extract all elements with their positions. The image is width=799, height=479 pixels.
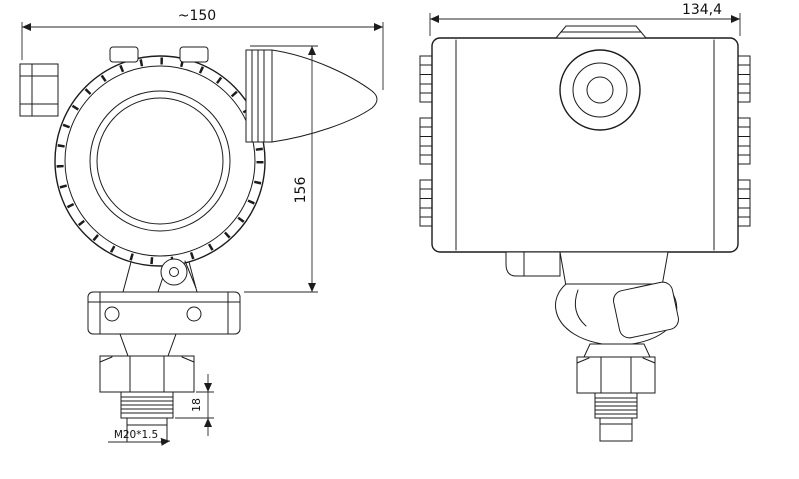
- side-view: [419, 25, 751, 442]
- dim-side-width: 134,4: [429, 2, 741, 36]
- antenna: [245, 49, 378, 143]
- mounting-bracket-side: [505, 251, 679, 346]
- display-window-side: [559, 49, 641, 131]
- process-connection-front: [99, 333, 195, 443]
- dim-thread-length: 18: [175, 374, 214, 436]
- front-view: [19, 46, 378, 443]
- conduit-entry: [19, 63, 59, 117]
- dim-label-front-width: ~150: [178, 8, 216, 24]
- dim-front-width: ~150: [21, 8, 384, 90]
- housing-side: [419, 25, 751, 253]
- process-connection-side: [576, 343, 656, 442]
- label-thread-spec: M20*1.5: [108, 429, 171, 446]
- dim-label-thread-length: 18: [190, 398, 203, 412]
- dim-label-side-width: 134,4: [682, 2, 722, 18]
- mounting-bracket-front: [87, 258, 241, 335]
- dim-label-front-height: 156: [293, 177, 309, 204]
- housing-cover-front: [54, 46, 266, 267]
- thread-spec-text: M20*1.5: [114, 429, 158, 441]
- dim-front-height: 156: [244, 45, 318, 293]
